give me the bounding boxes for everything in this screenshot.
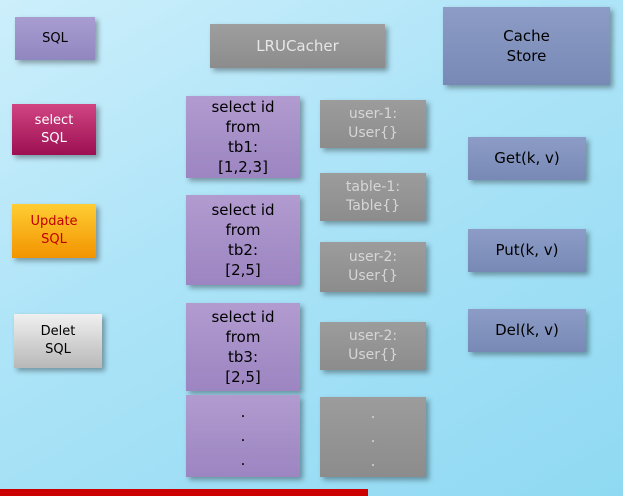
node-cache-store: Cache Store (443, 7, 610, 85)
node-sql: SQL (15, 17, 95, 60)
node-delete-sql: Delet SQL (14, 314, 102, 368)
node-entry-user1: user-1: User{} (320, 100, 426, 148)
node-select-sql: select SQL (12, 104, 96, 155)
node-op-put: Put(k, v) (468, 229, 586, 272)
node-lru-cacher: LRUCacher (210, 24, 385, 68)
node-op-del: Del(k, v) (468, 309, 586, 352)
node-entry-ellipsis: . . . (320, 397, 426, 477)
node-op-get: Get(k, v) (468, 137, 586, 180)
node-query-tb3: select id from tb3: [2,5] (186, 303, 300, 391)
node-entry-user2a: user-2: User{} (320, 242, 426, 292)
node-query-tb2: select id from tb2: [2,5] (186, 195, 300, 285)
node-update-sql: Update SQL (12, 204, 96, 258)
node-query-tb1: select id from tb1: [1,2,3] (186, 96, 300, 178)
node-entry-table1: table-1: Table{} (320, 173, 426, 221)
bottom-red-strip (0, 489, 368, 496)
node-entry-user2b: user-2: User{} (320, 322, 426, 370)
node-query-ellipsis: . . . (186, 395, 300, 477)
